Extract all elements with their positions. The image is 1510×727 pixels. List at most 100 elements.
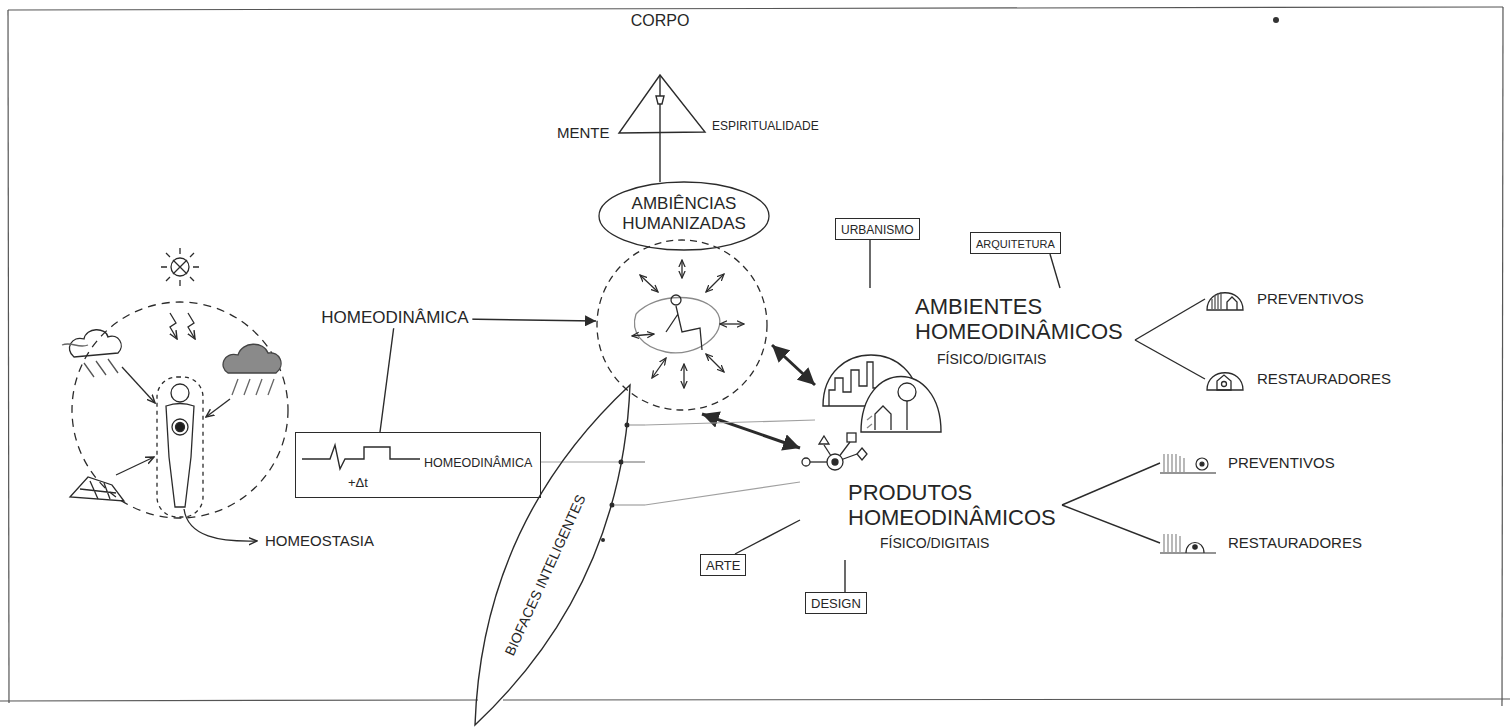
sketch-path [1212, 292, 1221, 309]
sketch-circle [172, 419, 188, 435]
sketch-path [819, 436, 829, 444]
sketch-path [1227, 297, 1237, 310]
connector [772, 345, 815, 385]
node-drawing [1205, 286, 1245, 312]
node-label: FÍSICO/DIGITAIS [937, 351, 1046, 367]
frame-lines [0, 7, 1510, 706]
node-label: DESIGN [811, 597, 861, 612]
sketch-circle [619, 460, 624, 465]
text-holder: +Δt [348, 473, 368, 491]
connector [844, 560, 845, 592]
connector [659, 152, 660, 182]
frame-bottom [0, 700, 478, 701]
sketch-circle [802, 458, 810, 466]
outcome-item: RESTAURADORES [1205, 366, 1391, 392]
sketch-line [659, 104, 660, 152]
node-label: HOMEODINÂMICA [424, 456, 532, 470]
node-label: PRODUTOS HOMEODINÂMICOS [848, 480, 1056, 531]
homeostasis-node: HOMEOSTASIA [60, 245, 390, 565]
sketch-path [1217, 375, 1231, 390]
sketch-line [629, 424, 645, 425]
sketch-path [875, 406, 891, 430]
sketch-path [70, 477, 124, 501]
connector [1135, 340, 1205, 379]
sketch-line [206, 399, 230, 417]
text-holder: CORPO [631, 12, 690, 30]
frame-left [8, 10, 9, 703]
node-label: MENTE [557, 124, 610, 141]
sketch-line [659, 75, 660, 96]
edge-label: HOMEODINÂMICA [317, 308, 472, 328]
node-label: PREVENTIVOS [1228, 454, 1335, 471]
sketch-path [1207, 293, 1243, 310]
sketch-g [802, 433, 867, 470]
node-label: FÍSICO/DIGITAIS [880, 535, 989, 551]
node-drawing [1205, 366, 1245, 392]
sketch-path [857, 448, 867, 460]
sketch-circle [72, 302, 288, 518]
sketch-line [720, 323, 744, 324]
sketch-rect [847, 433, 856, 442]
sketch-line [632, 334, 654, 336]
text-holder: ESPIRITUALIDADE [712, 116, 819, 134]
sketch-path [62, 344, 88, 346]
text-holder: PRODUTOS HOMEODINÂMICOS [848, 480, 1056, 531]
sketch-circle [171, 258, 189, 276]
discipline-tag: DESIGN [805, 592, 867, 614]
edge-label-holder: HOMEODINÂMICA [317, 308, 472, 328]
sketch-circle [1193, 545, 1197, 549]
text-holder: AMBIENTES HOMEODINÂMICOS [915, 294, 1123, 345]
frame-right [1502, 7, 1503, 706]
sketch-g [601, 423, 630, 543]
sketch-g [62, 248, 288, 541]
sketch-path [80, 481, 116, 499]
sketch-path [1164, 454, 1184, 472]
signal-box: +Δt HOMEODINÂMICA [295, 432, 541, 498]
sketch-g [619, 75, 705, 152]
sketch-circle [610, 503, 615, 508]
sketch-g [1207, 373, 1243, 390]
sketch-path [166, 404, 194, 508]
sketch-path [1207, 373, 1243, 390]
sketch-path [188, 313, 195, 339]
sketch-g [614, 425, 645, 505]
sketch-path [302, 445, 420, 469]
interface-link [645, 420, 815, 425]
node-label: ESPIRITUALIDADE [712, 120, 819, 134]
sketch-g [597, 182, 769, 410]
connector [869, 240, 870, 288]
sketch-circle [171, 384, 189, 402]
sketch-line [681, 260, 682, 278]
sketch-line [652, 358, 666, 378]
connector [1050, 254, 1060, 288]
sketch-line [683, 364, 684, 388]
connector [735, 520, 800, 554]
text-holder: FÍSICO/DIGITAIS [937, 350, 1046, 368]
frame-top [8, 7, 1503, 10]
sketch-path [184, 509, 257, 541]
sketch-circle [832, 459, 838, 465]
text-holder: FÍSICO/DIGITAIS [880, 534, 989, 552]
sketch-line [706, 354, 724, 372]
sketch-g [861, 377, 941, 433]
sketch-circle [597, 240, 767, 410]
node-label: URBANISMO [841, 224, 914, 238]
node-drawing [1160, 450, 1216, 476]
sketch-path [867, 416, 872, 428]
sketch-path [656, 96, 664, 104]
frame-bottom [503, 699, 1510, 700]
sketch-circle [625, 423, 630, 428]
node-label: CORPO [631, 12, 690, 30]
product-node: PRODUTOS HOMEODINÂMICOS FÍSICO/DIGITAIS [800, 430, 1062, 560]
node-label: RESTAURADORES [1228, 534, 1362, 551]
sketch-circle [1196, 458, 1208, 470]
sketch-path [475, 385, 630, 725]
sketch-line [623, 461, 645, 462]
node-label: AMBIENTES HOMEODINÂMICOS [915, 294, 1123, 345]
sketch-path [634, 298, 719, 353]
text-holder: HOMEOSTASIA [265, 532, 374, 550]
node-drawing [60, 245, 390, 565]
outcome-item: PREVENTIVOS [1205, 286, 1364, 312]
